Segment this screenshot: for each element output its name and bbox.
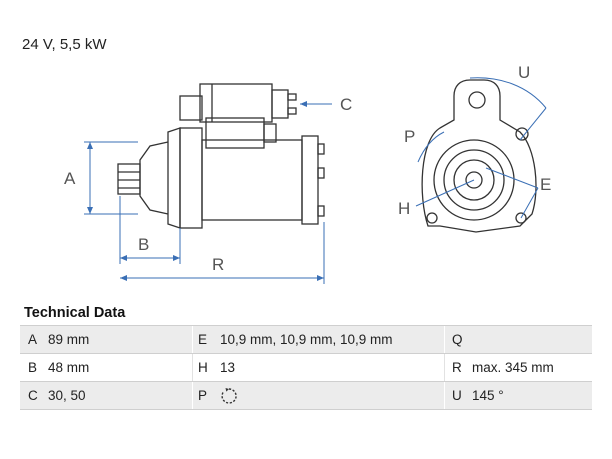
table-row: B 48 mm H 13 R max. 345 mm [20, 354, 592, 382]
table-key: B [28, 360, 38, 375]
headline: 24 V, 5,5 kW [22, 36, 107, 53]
drive-housing [167, 127, 181, 229]
table-key: U [452, 388, 462, 403]
table-row: C 30, 50 P U 145 ° [20, 382, 592, 410]
table-value: 89 mm [48, 332, 90, 347]
table-value: 13 [220, 360, 236, 375]
table-key: H [198, 360, 208, 375]
table-value: 10,9 mm, 10,9 mm, 10,9 mm [220, 332, 393, 347]
front-outer-ring [433, 139, 515, 221]
table-key: Q [452, 332, 463, 347]
dimension-label-e: E [540, 175, 551, 194]
rotation-clockwise-icon [220, 382, 238, 409]
table-key: A [28, 332, 38, 347]
table-value: max. 345 mm [472, 360, 554, 375]
dimension-label-b: B [138, 235, 149, 254]
dimension-label-a: A [64, 169, 76, 188]
dimension-label-c: C [340, 95, 352, 114]
front-housing [421, 79, 537, 233]
dimension-label-p: P [404, 127, 415, 146]
pinion [117, 163, 141, 195]
solenoid-body [199, 83, 273, 123]
table-key: P [198, 388, 208, 403]
table-row: A 89 mm E 10,9 mm, 10,9 mm, 10,9 mm Q [20, 325, 592, 354]
dimension-label-r: R [212, 255, 224, 274]
table-value: 48 mm [48, 360, 90, 375]
table-value: 145 ° [472, 388, 504, 403]
technical-data-table: A 89 mm E 10,9 mm, 10,9 mm, 10,9 mm Q B … [20, 325, 592, 410]
table-value: 30, 50 [48, 388, 86, 403]
table-key: E [198, 332, 208, 347]
starter-motor-drawing: A B C R P H E U [64, 63, 551, 284]
technical-data-title: Technical Data [24, 305, 126, 321]
table-key: R [452, 360, 462, 375]
motor-body [201, 139, 303, 221]
dimension-label-h: H [398, 199, 410, 218]
table-key: C [28, 388, 38, 403]
dimension-label-u: U [518, 63, 530, 82]
